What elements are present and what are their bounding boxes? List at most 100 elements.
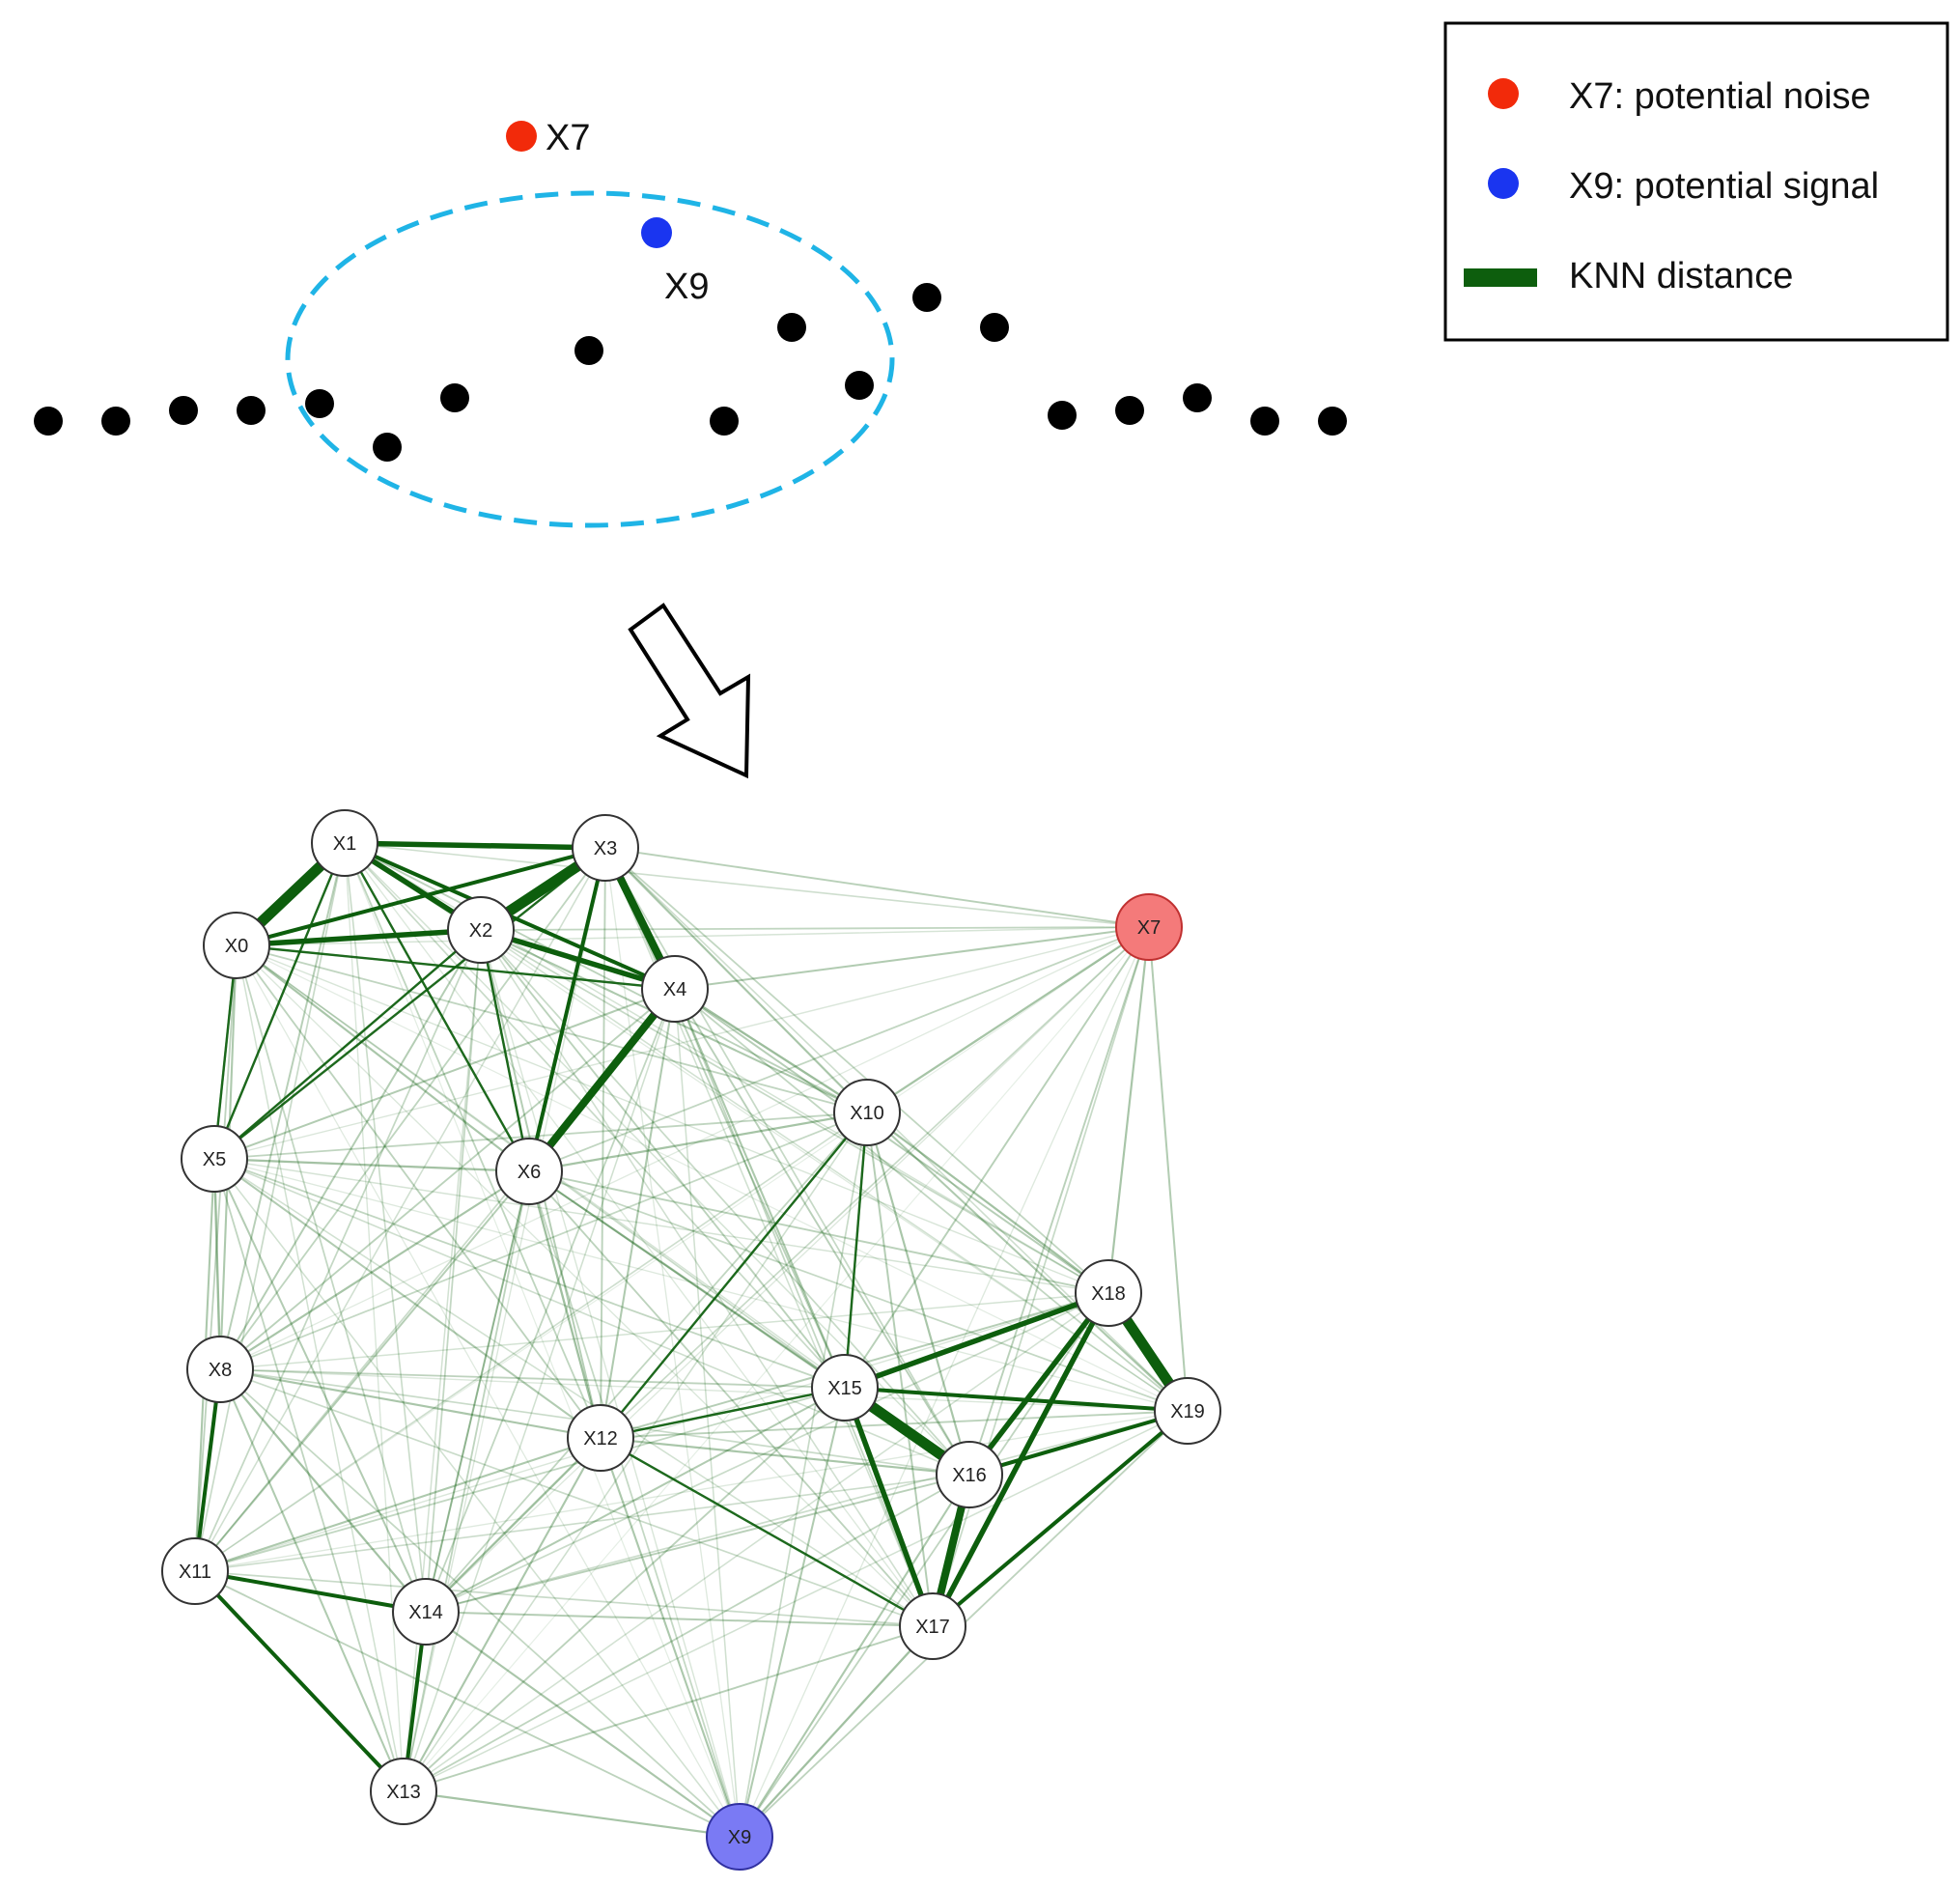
scatter-point (1115, 396, 1144, 425)
graph-edge-faint (236, 944, 405, 1792)
graph-edge-strong (527, 847, 607, 1172)
scatter-point (1250, 407, 1279, 436)
graph-edge-strong (931, 1409, 1190, 1628)
graph-edge-faint (194, 1570, 741, 1838)
noise-point-label: X7 (546, 118, 590, 158)
scatter-point (1318, 407, 1347, 436)
graph-edge-faint (213, 988, 676, 1160)
graph-edge-faint (425, 988, 676, 1613)
graph-edge-faint (674, 988, 1109, 1294)
graph-edge-faint (600, 926, 1150, 1439)
graph-node-x1 (311, 809, 378, 877)
graph-edge-faint (403, 1474, 970, 1792)
graph-edge-faint (219, 1367, 602, 1440)
graph-edge-faint (213, 1112, 868, 1160)
graph-edge-faint (480, 929, 934, 1627)
graph-node-label: X1 (333, 833, 356, 855)
graph-edge-strong (343, 842, 531, 1172)
legend-noise-label: X7: potential noise (1569, 76, 1871, 117)
legend-noise-marker (1488, 78, 1519, 109)
graph-edge-faint (425, 1437, 602, 1613)
graph-edge-faint (674, 988, 934, 1627)
graph-edge-faint (236, 944, 868, 1113)
graph-edge-faint (425, 1292, 1109, 1613)
graph-edge-faint (480, 929, 741, 1838)
graph-edge-faint (236, 944, 427, 1613)
graph-edge-faint (739, 1474, 970, 1838)
graph-edge-faint (219, 926, 1150, 1370)
legend-knn-label: KNN distance (1569, 256, 1793, 296)
graph-edge-strong (843, 1112, 869, 1389)
graph-node-label: X9 (728, 1827, 751, 1848)
graph-node-label: X5 (203, 1149, 226, 1170)
graph-edge-faint (219, 929, 482, 1370)
graph-edge-faint (528, 1170, 934, 1627)
graph-edge-faint (425, 1112, 868, 1613)
graph-edge-strong (842, 1387, 936, 1627)
graph-edge-faint (344, 842, 427, 1613)
signal-point (641, 217, 672, 248)
graph-edge-faint (194, 1570, 934, 1627)
graph-node-label: X3 (594, 838, 617, 859)
graph-edge-strong (236, 846, 606, 947)
graph-edge-faint (844, 926, 1150, 1389)
graph-edge-faint (480, 926, 1150, 931)
graph-edge-strong (844, 1386, 1189, 1413)
graph-edge-faint (604, 847, 741, 1838)
graph-edge-faint (219, 1112, 868, 1370)
graph-edge-faint (194, 1410, 1189, 1572)
noise-point (506, 121, 537, 152)
graph-node-x6 (495, 1138, 563, 1205)
graph-edge-faint (213, 1158, 602, 1439)
graph-edge-faint (403, 926, 1150, 1792)
scatter-point (777, 313, 806, 342)
graph-edge-strong (193, 1569, 406, 1793)
graph-node-label: X14 (408, 1602, 443, 1623)
graph-node-label: X16 (952, 1465, 987, 1486)
graph-node-x13 (370, 1758, 437, 1825)
graph-edge-faint (1106, 926, 1151, 1294)
legend-knn-swatch (1464, 268, 1537, 287)
graph-edge-faint (213, 1158, 846, 1389)
graph-node-x18 (1075, 1259, 1142, 1327)
legend: X7: potential noise X9: potential signal… (1443, 21, 1949, 342)
graph-edge-faint (194, 1170, 530, 1572)
graph-edge-faint (194, 847, 606, 1572)
graph-edge-faint (194, 1112, 868, 1572)
graph-edge-faint (604, 847, 868, 1113)
graph-edge-faint (527, 1170, 602, 1439)
graph-nodes: X0X1X2X3X4X5X6X7X8X9X10X11X12X13X14X15X1… (161, 809, 1221, 1871)
graph-edge-faint (403, 1410, 1189, 1792)
legend-signal-label: X9: potential signal (1569, 166, 1879, 207)
graph-edge-strong (479, 929, 531, 1172)
graph-edge-faint (739, 926, 1150, 1838)
graph-node-label: X13 (386, 1782, 421, 1803)
graph-edge-faint (528, 926, 1150, 1172)
graph-edge-faint (344, 842, 405, 1792)
graph-edge-faint (674, 988, 741, 1838)
graph-edge-faint (528, 1170, 741, 1838)
graph-edge-strong (212, 944, 238, 1160)
graph-edge-faint (480, 929, 1189, 1412)
graph-node-x11 (161, 1537, 229, 1605)
graph-edge-faint (236, 944, 741, 1838)
graph-edge-faint (425, 926, 1150, 1613)
graph-edge-faint (674, 925, 1150, 991)
graph-edge-faint (425, 929, 482, 1613)
knn-graph: X0X1X2X3X4X5X6X7X8X9X10X11X12X13X14X15X1… (161, 809, 1221, 1871)
graph-edge-faint (866, 926, 1150, 1113)
scatter-point (373, 433, 402, 462)
graph-edge-faint (212, 1158, 222, 1370)
graph-node-label: X6 (518, 1162, 541, 1183)
graph-node-label: X4 (663, 979, 686, 1000)
graph-edge-faint (403, 1170, 530, 1792)
graph-edge-faint (739, 1292, 1109, 1838)
graph-edge-faint (865, 1112, 971, 1476)
graph-edge-faint (604, 847, 1109, 1294)
scatter-point (169, 396, 198, 425)
graph-node-x14 (392, 1578, 460, 1646)
signal-point-label: X9 (664, 267, 709, 307)
scatter-point (1183, 383, 1212, 412)
graph-edge-faint (344, 842, 934, 1627)
